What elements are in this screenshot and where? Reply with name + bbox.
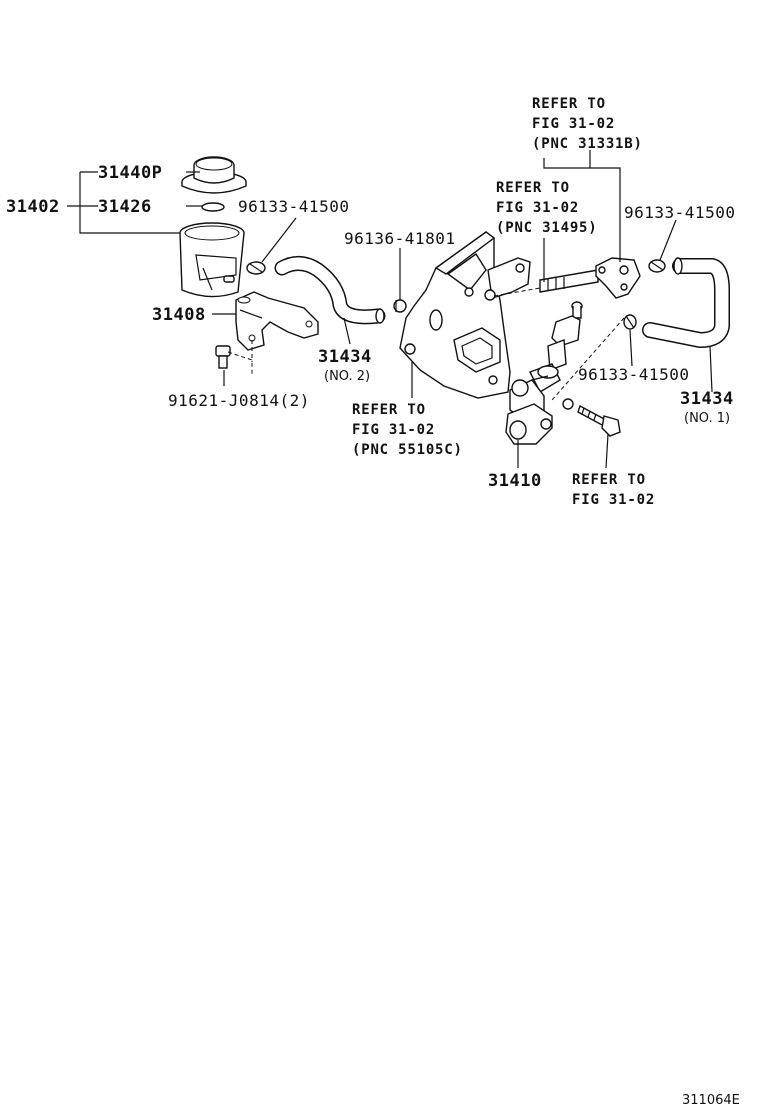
label-clip-right: 96133-41500 <box>624 203 735 222</box>
ref-rod-line2: FIG 31-02 <box>496 200 579 216</box>
label-bolt: 91621-J0814(2) <box>168 391 310 410</box>
label-hose-no2-sub: (NO. 2) <box>324 369 370 384</box>
bracket-bolt <box>215 340 253 376</box>
ref-pedal: REFER TO FIG 31-02 (PNC 55105C) <box>352 402 463 458</box>
ref-top-line3: (PNC 31331B) <box>532 136 643 152</box>
label-reservoir-assy: 31402 <box>6 197 60 217</box>
ref-top-line1: REFER TO <box>532 96 606 112</box>
ref-rod-line1: REFER TO <box>496 180 570 196</box>
pedal-bracket <box>399 231 531 399</box>
label-hose-no1-sub: (NO. 1) <box>684 411 730 426</box>
push-rod <box>493 269 599 297</box>
ref-top: REFER TO FIG 31-02 (PNC 31331B) <box>532 96 643 152</box>
label-master-cylinder: 31410 <box>488 471 542 491</box>
label-seal: 31426 <box>98 197 152 217</box>
ref-pedal-line3: (PNC 55105C) <box>352 442 463 458</box>
label-clip-mid: 96136-41801 <box>344 229 455 248</box>
master-cylinder-bolt <box>577 404 621 437</box>
hose-clip-right <box>648 259 666 273</box>
ref-pedal-line1: REFER TO <box>352 402 426 418</box>
hose-no2 <box>274 256 386 325</box>
hose-clip-lower <box>551 314 637 401</box>
ref-rod-line3: (PNC 31495) <box>496 220 598 236</box>
ref-bolt-line2: FIG 31-02 <box>572 492 655 508</box>
clutch-master-cylinder <box>505 301 583 445</box>
ref-rod: REFER TO FIG 31-02 (PNC 31495) <box>496 180 598 236</box>
label-hose-no1: 31434 <box>680 389 734 409</box>
label-clip-left: 96133-41500 <box>238 197 349 216</box>
ref-pedal-line2: FIG 31-02 <box>352 422 435 438</box>
reservoir-cap <box>181 156 247 194</box>
label-bracket: 31408 <box>152 305 206 325</box>
diagram-id: 311064E <box>682 1093 740 1108</box>
clevis <box>595 257 641 299</box>
reservoir-bracket <box>235 291 319 351</box>
ref-top-line2: FIG 31-02 <box>532 116 615 132</box>
hose-clip-left <box>246 261 266 275</box>
seal-ring <box>201 202 225 212</box>
reservoir-body <box>179 222 245 298</box>
leader-lines <box>67 150 713 469</box>
label-hose-no2: 31434 <box>318 347 372 367</box>
ref-bolt-line1: REFER TO <box>572 472 646 488</box>
label-clip-lower: 96133-41500 <box>578 365 689 384</box>
label-cap: 31440P <box>98 163 162 183</box>
hose-clip-mid <box>393 299 407 313</box>
ref-bolt: REFER TO FIG 31-02 <box>572 472 655 508</box>
hose-no1 <box>642 257 730 349</box>
